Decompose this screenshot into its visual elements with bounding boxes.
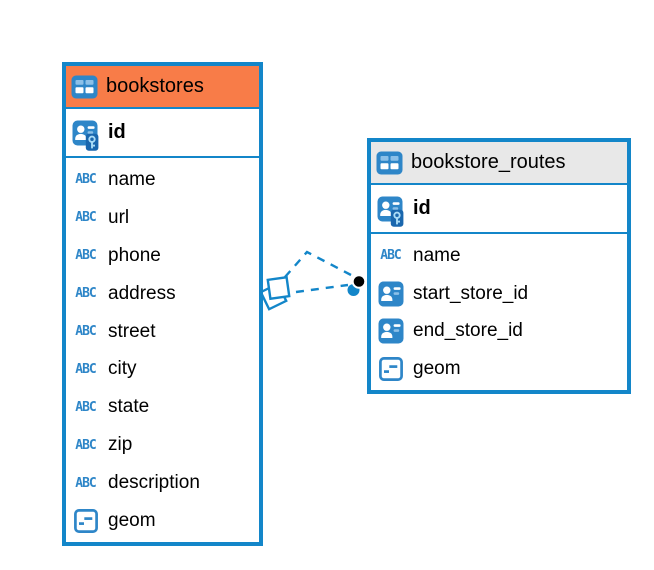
text-type-icon: ABC xyxy=(75,248,97,264)
relationship-line[interactable] xyxy=(284,250,352,278)
table-icon xyxy=(376,150,403,176)
table-column-row[interactable]: ABC name xyxy=(66,161,259,199)
table-column-row[interactable]: ABC state xyxy=(66,388,259,426)
relationship-line[interactable] xyxy=(295,283,349,294)
column-label: geom xyxy=(413,358,461,380)
column-label: start_store_id xyxy=(413,282,529,304)
table-column-row[interactable]: ABC description xyxy=(66,464,259,502)
person-type-icon xyxy=(377,318,404,344)
table-column-row[interactable]: ABC city xyxy=(66,351,259,389)
table-column-row[interactable]: ABC address xyxy=(66,275,259,313)
table-column-row[interactable]: ABC phone xyxy=(66,237,259,275)
table-column-row[interactable]: geom xyxy=(66,502,259,540)
geometry-type-icon xyxy=(72,508,99,534)
table-column-row[interactable]: id xyxy=(66,109,259,158)
table-header[interactable]: bookstores xyxy=(66,66,259,109)
table-column-row[interactable]: start_store_id xyxy=(371,275,627,313)
column-label: url xyxy=(108,206,130,228)
text-type-icon: ABC xyxy=(75,286,97,302)
text-type-icon: ABC xyxy=(75,475,97,491)
table-column-row[interactable]: ABC street xyxy=(66,313,259,351)
table-column-row[interactable]: ABC name xyxy=(371,237,627,275)
column-label: end_store_id xyxy=(413,320,523,342)
table-title: bookstores xyxy=(106,75,204,97)
column-label: name xyxy=(108,168,156,190)
person-key-icon xyxy=(72,120,99,151)
column-label: geom xyxy=(108,510,156,532)
table-column-row[interactable]: end_store_id xyxy=(371,313,627,351)
column-label: id xyxy=(108,121,126,143)
table-column-row[interactable]: geom xyxy=(371,350,627,388)
person-key-icon xyxy=(377,196,404,227)
table-column-row[interactable]: ABC url xyxy=(66,199,259,237)
table-header[interactable]: bookstore_routes xyxy=(371,142,627,185)
text-type-icon: ABC xyxy=(75,172,97,188)
table-column-row[interactable]: ABC zip xyxy=(66,426,259,464)
column-label: address xyxy=(108,282,176,304)
column-label: state xyxy=(108,396,150,418)
column-label: street xyxy=(108,320,156,342)
table-title: bookstore_routes xyxy=(411,151,566,173)
table-column-row[interactable]: id xyxy=(371,185,627,234)
column-label: name xyxy=(413,244,461,266)
text-type-icon: ABC xyxy=(75,399,97,415)
geometry-type-icon xyxy=(377,356,404,382)
relationship-source-marker xyxy=(259,275,291,311)
column-label: phone xyxy=(108,244,161,266)
text-type-icon: ABC xyxy=(75,324,97,340)
text-type-icon: ABC xyxy=(75,210,97,226)
person-type-icon xyxy=(377,281,404,307)
text-type-icon: ABC xyxy=(75,437,97,453)
relationship-target-marker xyxy=(347,274,367,296)
column-label: id xyxy=(413,197,431,219)
entity-table-bookstore-routes[interactable]: bookstore_routes id ABC name start_store_i… xyxy=(367,138,631,394)
column-label: city xyxy=(108,358,137,380)
column-label: description xyxy=(108,472,200,494)
table-icon xyxy=(71,74,98,100)
text-type-icon: ABC xyxy=(380,248,402,264)
text-type-icon: ABC xyxy=(75,361,97,377)
column-label: zip xyxy=(108,434,133,456)
